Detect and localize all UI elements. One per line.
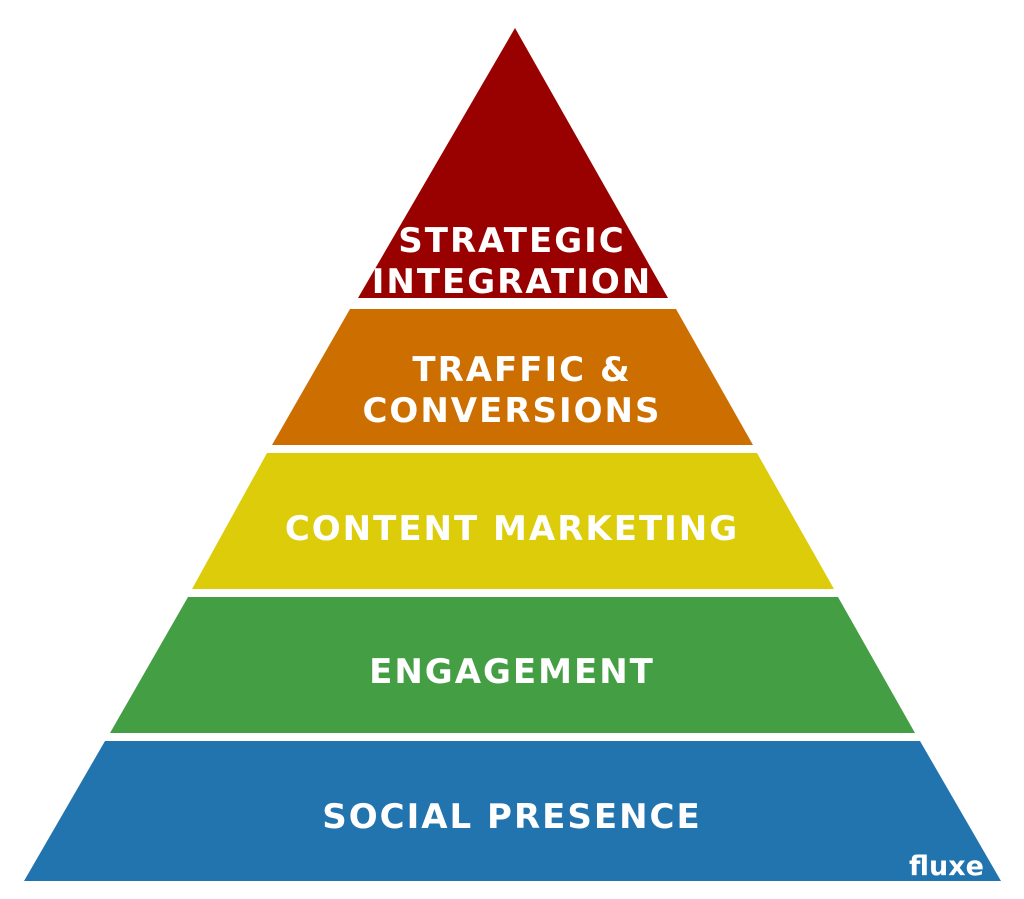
- tier-social-presence-label: SOCIAL PRESENCE: [322, 797, 701, 837]
- tier-strategic-integration: [358, 28, 668, 298]
- tier-social-presence: [24, 741, 1001, 881]
- tier-strategic-integration-label-line2: INTEGRATION: [372, 262, 653, 302]
- tier-traffic-conversions-label-line2: CONVERSIONS: [362, 391, 661, 431]
- tier-engagement: [110, 597, 915, 733]
- tier-content-marketing: [192, 453, 834, 589]
- tier-strategic-integration-label-line1: STRATEGIC: [398, 221, 625, 261]
- tier-content-marketing-label: CONTENT MARKETING: [285, 509, 739, 549]
- tier-traffic-conversions: [272, 309, 753, 445]
- tier-engagement-label: ENGAGEMENT: [369, 652, 655, 692]
- fluxe-logo: fluxe: [909, 851, 984, 882]
- tier-traffic-conversions-label-line1: TRAFFIC &: [412, 350, 631, 390]
